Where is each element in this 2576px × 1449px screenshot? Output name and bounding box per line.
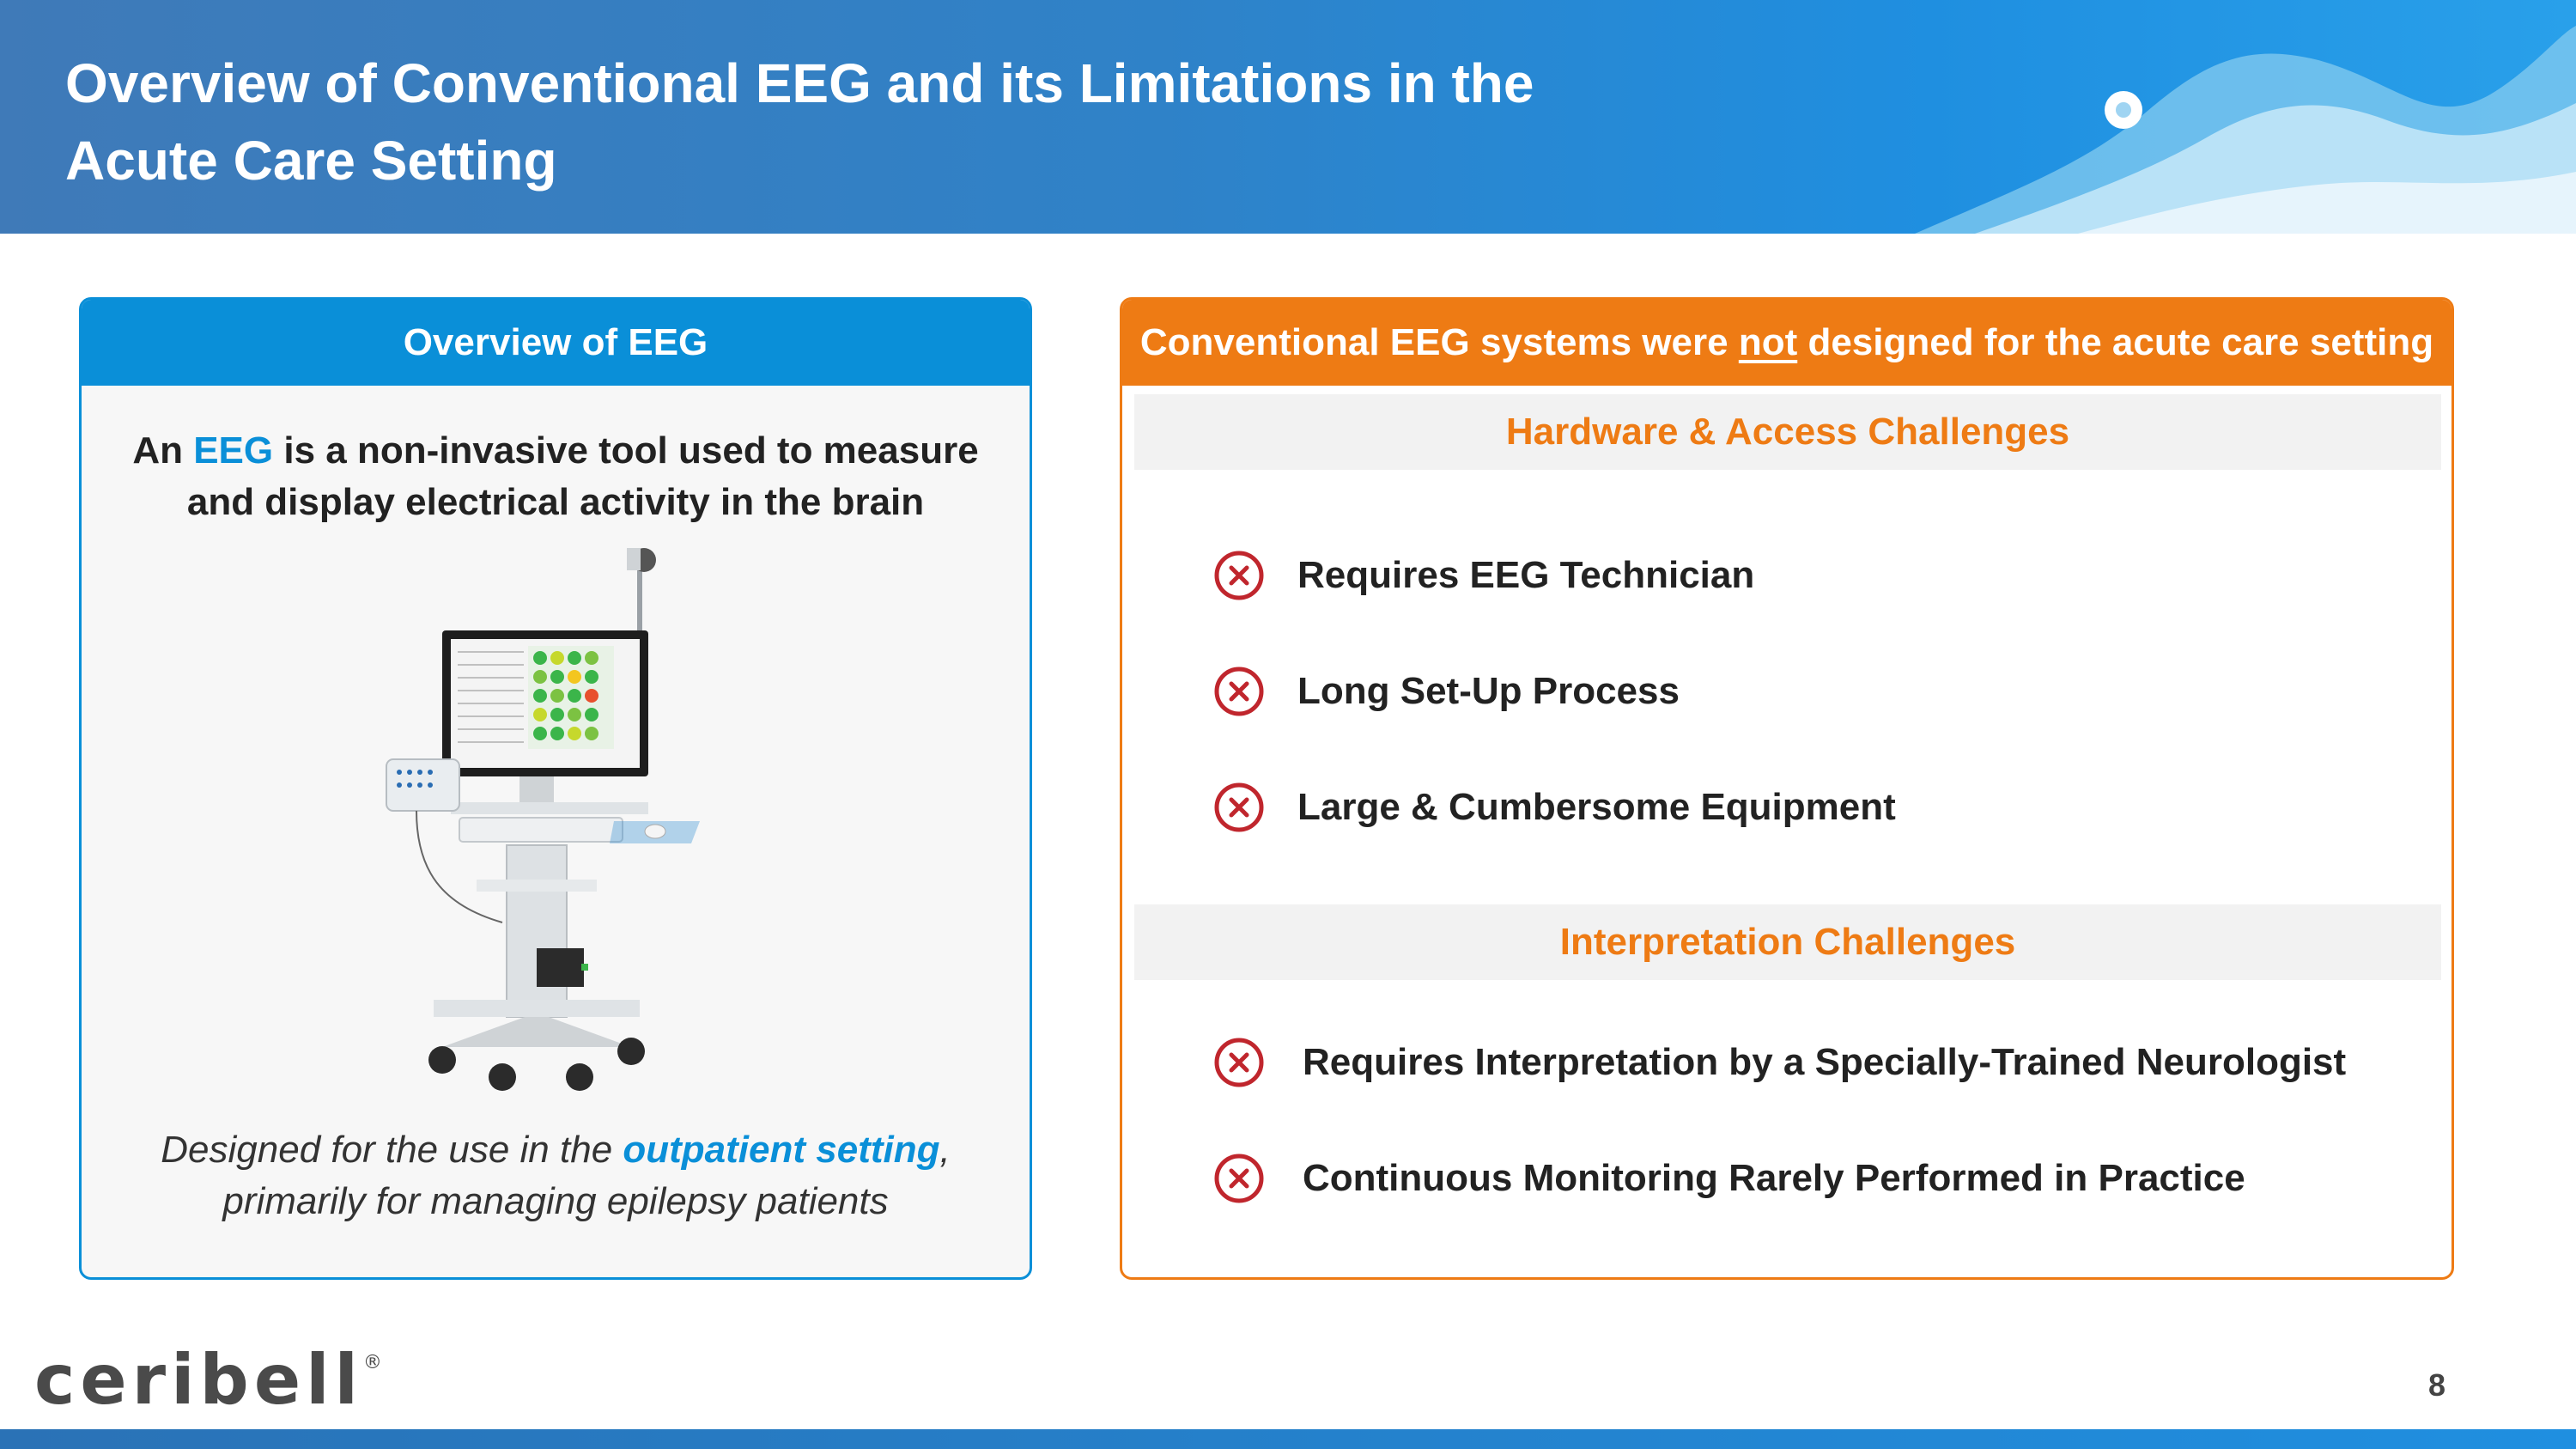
caption-line-2: primarily for managing epilepsy patients [222, 1180, 889, 1222]
registered-mark: ® [362, 1352, 382, 1373]
limitations-heading: Conventional EEG systems were not design… [1122, 300, 2451, 386]
interpretation-challenges-heading: Interpretation Challenges [1134, 904, 2441, 980]
title-line-1: Overview of Conventional EEG and its Lim… [65, 52, 1534, 114]
caption-post: , [939, 1129, 951, 1171]
challenge-label: Large & Cumbersome Equipment [1297, 786, 1896, 828]
ceribell-logo: ceribell® [34, 1340, 382, 1420]
challenge-label: Continuous Monitoring Rarely Performed i… [1303, 1157, 2245, 1199]
intro-eeg-highlight: EEG [193, 429, 274, 472]
page-title: Overview of Conventional EEG and its Lim… [65, 45, 1697, 199]
x-circle-icon [1214, 1154, 1264, 1203]
x-circle-icon [1214, 782, 1264, 832]
x-circle-icon [1214, 1038, 1264, 1087]
logo-text: ceribell [34, 1340, 363, 1420]
limitations-heading-post: designed for the acute care setting [1797, 321, 2434, 363]
wave-decoration [1915, 26, 2576, 234]
challenge-item: Requires EEG Technician [1213, 545, 1754, 606]
eeg-cart-image [386, 548, 700, 1091]
footer-bar [0, 1429, 2576, 1449]
limitations-heading-pre: Conventional EEG systems were [1139, 321, 1739, 363]
hardware-challenges-heading: Hardware & Access Challenges [1134, 394, 2441, 470]
eeg-overview-heading: Overview of EEG [82, 300, 1030, 386]
intro-pre: An [132, 429, 194, 472]
page-number: 8 [2427, 1367, 2445, 1403]
challenge-item: Continuous Monitoring Rarely Performed i… [1213, 1148, 2245, 1209]
x-circle-icon [1214, 551, 1264, 600]
intro-line-2: and display electrical activity in the b… [186, 481, 925, 523]
limitations-panel: Conventional EEG systems were not design… [1120, 297, 2454, 1280]
challenge-item: Large & Cumbersome Equipment [1213, 777, 1896, 837]
challenge-item: Long Set-Up Process [1213, 661, 1680, 721]
x-circle-icon [1214, 667, 1264, 716]
challenge-label: Requires Interpretation by a Specially-T… [1303, 1041, 2347, 1083]
eeg-usage-caption: Designed for the use in the outpatient s… [82, 1124, 1030, 1227]
caption-pre: Designed for the use in the [161, 1129, 623, 1171]
caption-outpatient-highlight: outpatient setting [623, 1129, 940, 1171]
eeg-topomaps [528, 646, 614, 749]
challenge-label: Long Set-Up Process [1297, 670, 1680, 712]
eeg-overview-panel: Overview of EEG An EEG is a non-invasive… [79, 297, 1032, 1280]
intro-post: is a non-invasive tool used to measure [273, 429, 979, 472]
eeg-definition: An EEG is a non-invasive tool used to me… [82, 425, 1030, 528]
header-banner: Overview of Conventional EEG and its Lim… [0, 0, 2576, 234]
title-line-2: Acute Care Setting [65, 130, 557, 192]
challenge-item: Requires Interpretation by a Specially-T… [1213, 1032, 2346, 1093]
challenge-label: Requires EEG Technician [1297, 554, 1755, 596]
limitations-heading-not: not [1738, 321, 1798, 363]
